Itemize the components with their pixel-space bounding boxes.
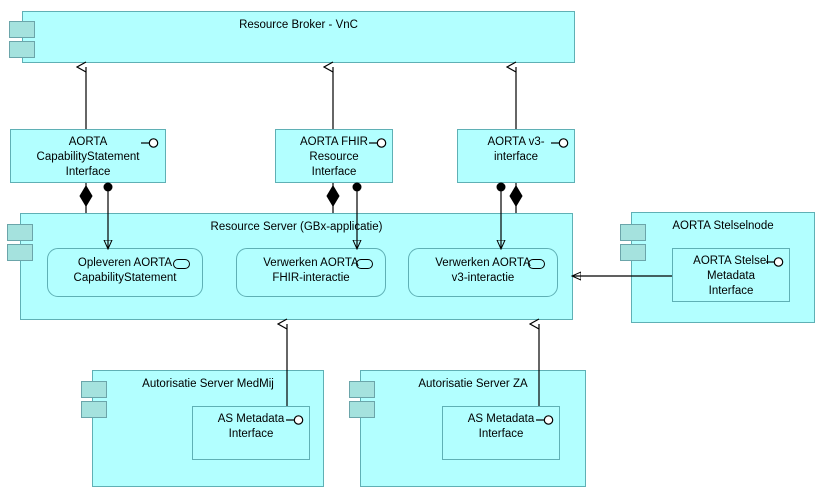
interface-aorta-capabilitystatement[interactable]: AORTA CapabilityStatement Interface	[10, 129, 166, 183]
interface-aorta-fhir-resource[interactable]: AORTA FHIR Resource Interface	[275, 129, 393, 183]
function-verwerken-aorta-v3-interactie[interactable]: Verwerken AORTA v3-interactie	[408, 248, 558, 297]
rounded-rectangle-icon-verwerken-fhir	[356, 259, 373, 269]
function-verwerken-aorta-fhir-interactie-label: Verwerken AORTA FHIR-interactie	[263, 257, 359, 284]
connector-fhir-resource-to-verwerken-fhir	[353, 182, 362, 249]
interface-aorta-stelsel-metadata-label: AORTA Stelsel Metadata Interface	[693, 255, 769, 297]
interface-aorta-v3-label: AORTA v3- interface	[487, 136, 545, 163]
connector-composition-v3	[509, 183, 523, 213]
interface-as-metadata-za[interactable]: AS Metadata Interface	[442, 406, 560, 460]
node-resource-broker[interactable]: Resource Broker - VnC	[22, 11, 575, 63]
function-verwerken-aorta-v3-interactie-label: Verwerken AORTA v3-interactie	[435, 257, 531, 284]
function-verwerken-aorta-fhir-interactie[interactable]: Verwerken AORTA FHIR-interactie	[236, 248, 386, 297]
interface-aorta-v3[interactable]: AORTA v3- interface	[457, 129, 575, 183]
component-icon-resource-broker-top	[9, 21, 35, 38]
component-icon-as-za-top	[349, 381, 375, 398]
component-icon-as-medmij-bottom	[81, 401, 107, 418]
function-opleveren-aorta-capabilitystatement[interactable]: Opleveren AORTA CapabilityStatement	[47, 248, 203, 297]
connector-composition-fhir-resource	[326, 183, 340, 213]
interface-as-metadata-za-label: AS Metadata Interface	[467, 413, 535, 440]
rounded-rectangle-icon-opleveren	[173, 259, 190, 269]
component-icon-resource-server-top	[7, 224, 33, 241]
component-icon-resource-broker-bottom	[9, 41, 35, 58]
component-icon-stelselnode-top	[620, 224, 646, 241]
function-opleveren-aorta-capabilitystatement-label: Opleveren AORTA CapabilityStatement	[73, 257, 177, 284]
node-aorta-stelselnode-label: AORTA Stelselnode	[672, 220, 774, 232]
interface-as-metadata-medmij[interactable]: AS Metadata Interface	[192, 406, 310, 460]
connector-capabilitystatement-to-opleveren	[104, 182, 113, 249]
lollipop-icon-stelsel-metadata	[766, 257, 784, 267]
node-autorisatie-server-za-label: Autorisatie Server ZA	[418, 378, 528, 390]
node-resource-server-label: Resource Server (GBx-applicatie)	[210, 221, 383, 233]
rounded-rectangle-icon-verwerken-v3	[528, 259, 545, 269]
lollipop-icon-as-metadata-za	[536, 415, 554, 425]
interface-aorta-capabilitystatement-label: AORTA CapabilityStatement Interface	[36, 136, 140, 178]
component-icon-stelselnode-bottom	[620, 244, 646, 261]
component-icon-as-za-bottom	[349, 401, 375, 418]
interface-aorta-stelsel-metadata[interactable]: AORTA Stelsel Metadata Interface	[672, 248, 790, 302]
connector-v3-to-verwerken-v3	[497, 182, 506, 249]
node-resource-broker-label: Resource Broker - VnC	[239, 19, 358, 31]
component-icon-resource-server-bottom	[7, 244, 33, 261]
lollipop-icon-fhir-resource	[369, 138, 387, 148]
interface-aorta-fhir-resource-label: AORTA FHIR Resource Interface	[300, 136, 368, 178]
interface-as-metadata-medmij-label: AS Metadata Interface	[217, 413, 285, 440]
lollipop-icon-capabilitystatement	[141, 138, 159, 148]
component-icon-as-medmij-top	[81, 381, 107, 398]
lollipop-icon-as-metadata-medmij	[286, 415, 304, 425]
node-autorisatie-server-medmij-label: Autorisatie Server MedMij	[142, 378, 274, 390]
lollipop-icon-v3	[551, 138, 569, 148]
connector-composition-capabilitystatement	[79, 183, 93, 213]
